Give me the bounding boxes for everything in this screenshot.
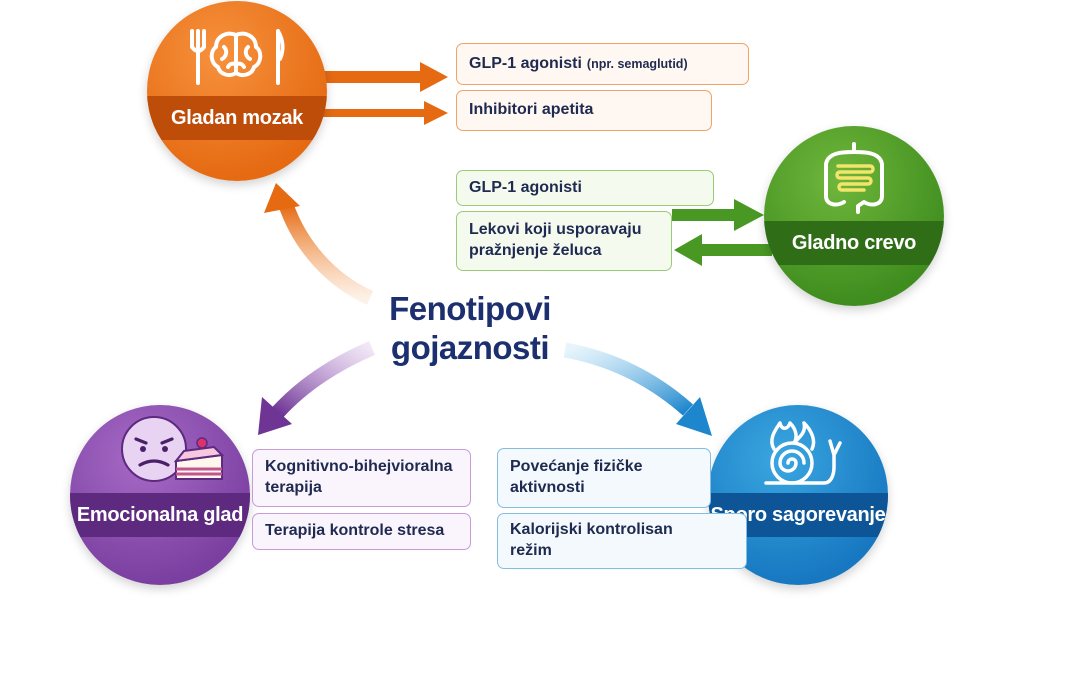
arrow-to-emotional-head xyxy=(258,397,292,435)
therapy-label-line-1: Lekovi koji usporavaju xyxy=(469,221,642,239)
therapy-label-line-2: pražnjenje želuca xyxy=(469,242,602,259)
therapy-glp1-gut: GLP-1 agonisti xyxy=(456,170,714,206)
therapy-calorie-controlled-diet: Kalorijski kontrolisan režim xyxy=(497,513,747,569)
brain-arrow-2-head xyxy=(424,101,448,125)
therapy-label-line-1: Kognitivno-bihejvioralna xyxy=(265,458,453,476)
therapy-note: (npr. semaglutid) xyxy=(586,56,688,71)
gut-arrow-out-head xyxy=(674,234,702,266)
brain-arrow-1-head xyxy=(420,62,448,92)
phenotype-label: Gladno crevo xyxy=(764,221,944,265)
therapy-physical-activity: Povećanje fizičke aktivnosti xyxy=(497,448,711,508)
gut-arrow-in-head xyxy=(734,199,764,231)
therapy-stress-control: Terapija kontrole stresa xyxy=(252,513,471,550)
arrow-to-slow xyxy=(563,342,693,416)
phenotype-hungry-gut: Gladno crevo xyxy=(764,126,944,306)
title-line-1: Fenotipovi xyxy=(389,290,551,327)
arrow-to-brain-head xyxy=(264,183,300,213)
phenotype-label: Emocionalna glad xyxy=(70,493,250,537)
gut-arrow-out-shaft xyxy=(700,244,772,256)
therapy-label: Terapija kontrole stresa xyxy=(265,522,445,540)
snail-with-flame-icon xyxy=(764,421,842,485)
arrow-to-emotional xyxy=(272,341,375,418)
brain-arrow-2-shaft xyxy=(322,109,426,117)
arrow-to-slow-head xyxy=(676,397,712,436)
intestine-icon xyxy=(824,142,884,214)
therapy-label: GLP-1 agonisti xyxy=(469,178,582,196)
therapy-glp1-brain: GLP-1 agonisti (npr. semaglutid) xyxy=(456,43,749,85)
therapy-label-line-2: aktivnosti xyxy=(510,479,585,496)
therapy-label-line-2: režim xyxy=(510,542,552,559)
therapy-label-line-2: terapija xyxy=(265,479,322,496)
phenotype-emotional-hunger: Emocionalna glad xyxy=(70,405,250,585)
therapy-gastric-emptying: Lekovi koji usporavaju pražnjenje želuca xyxy=(456,211,672,271)
phenotype-hungry-brain: Gladan mozak xyxy=(147,1,327,181)
therapy-label-line-1: Povećanje fizičke xyxy=(510,458,643,476)
therapy-label: GLP-1 agonisti xyxy=(469,54,582,72)
sad-face-with-cake-icon xyxy=(121,416,225,482)
therapy-label: Inhibitori apetita xyxy=(469,101,594,119)
therapy-appetite-inhibitors: Inhibitori apetita xyxy=(456,90,712,131)
brain-arrow-1-shaft xyxy=(322,71,422,83)
gut-arrow-in-shaft xyxy=(672,209,736,221)
phenotype-label: Gladan mozak xyxy=(147,96,327,140)
page-title: Fenotipovi gojaznosti xyxy=(360,290,580,368)
arrow-to-brain xyxy=(278,202,374,305)
therapy-cbt: Kognitivno-bihejvioralna terapija xyxy=(252,449,471,507)
title-line-2: gojaznosti xyxy=(390,328,550,366)
brain-with-fork-knife-icon xyxy=(190,29,285,85)
therapy-label-line-1: Kalorijski kontrolisan xyxy=(510,521,673,539)
